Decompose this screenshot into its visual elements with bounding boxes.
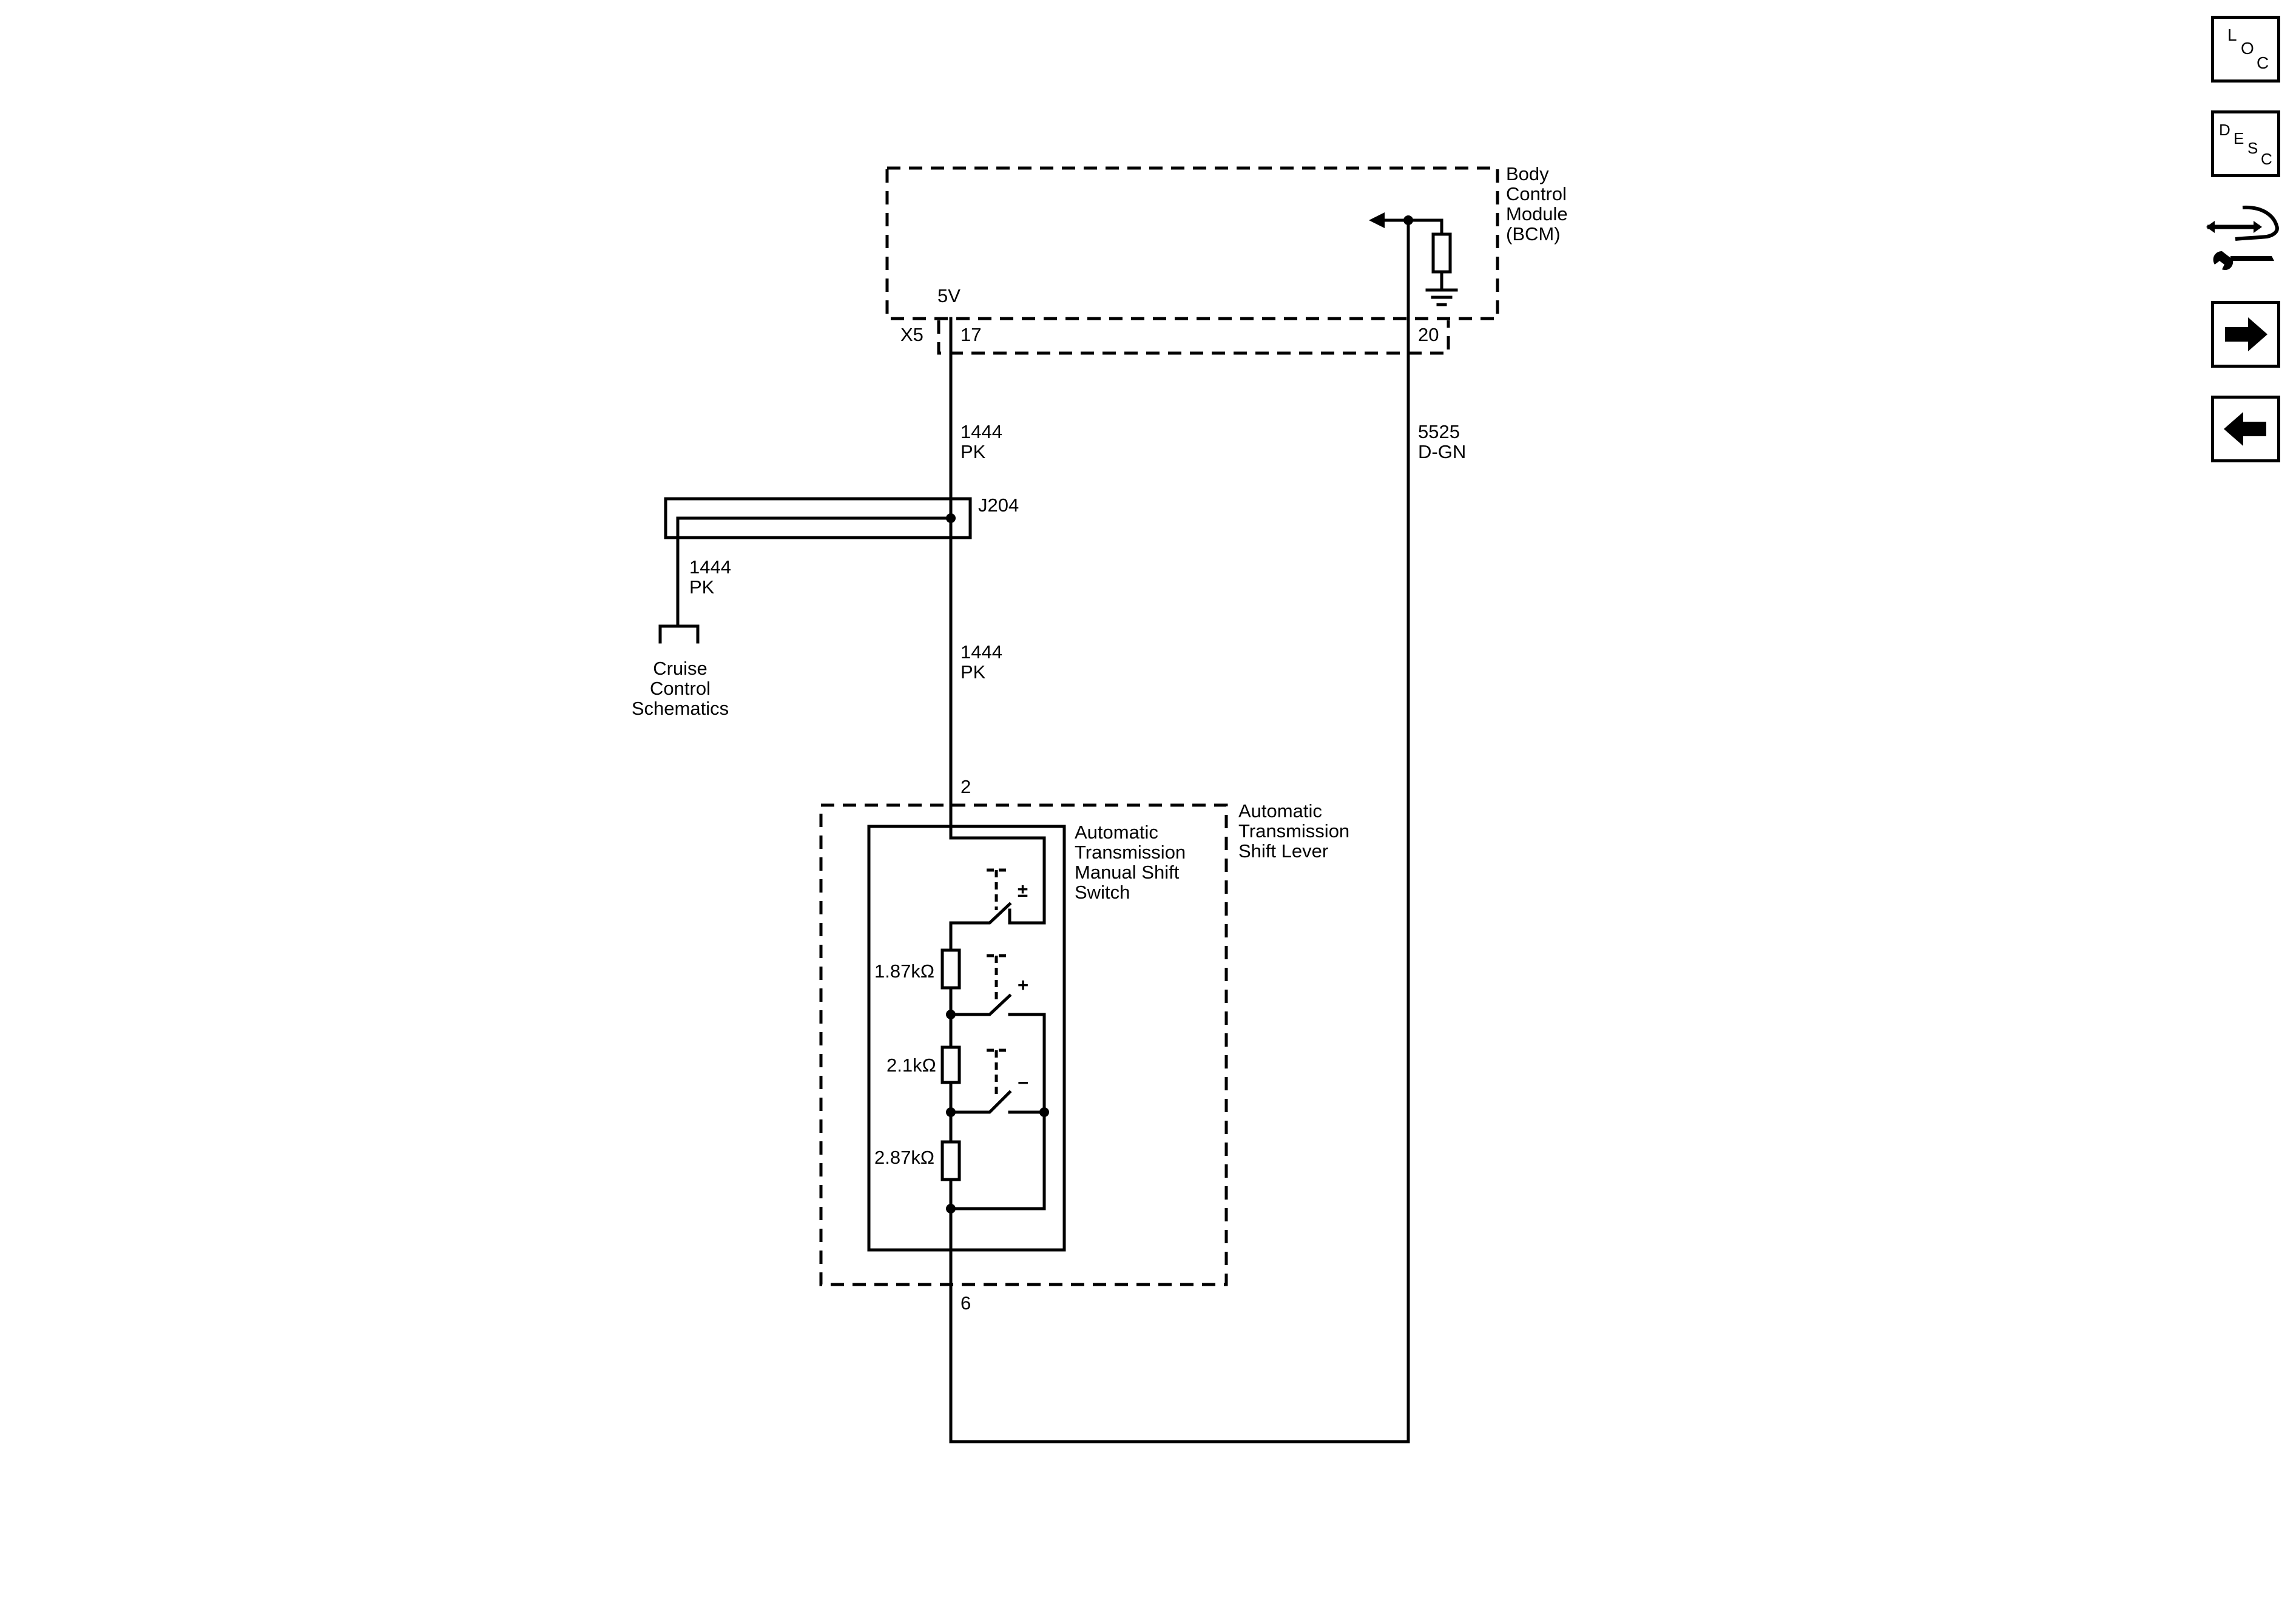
resistor-2: [940, 1045, 961, 1084]
arrow-right-icon: [2225, 317, 2267, 351]
svg-text:D-GN: D-GN: [1418, 441, 1466, 462]
shift-lever-outline: [819, 803, 1228, 1286]
svg-text:Control: Control: [650, 678, 711, 699]
previous-page-button[interactable]: [2211, 396, 2280, 462]
loc-button[interactable]: L O C: [2211, 16, 2280, 83]
manual-shift-switch-label: Automatic Transmission Manual Shift Swit…: [1075, 822, 1186, 903]
svg-text:PK: PK: [961, 661, 986, 683]
svg-text:1444: 1444: [961, 421, 1002, 442]
svg-text:Transmission: Transmission: [1238, 820, 1349, 842]
svg-text:Schematics: Schematics: [632, 698, 729, 719]
switch-actuators: [987, 868, 1006, 1098]
svg-text:Switch: Switch: [1075, 882, 1130, 903]
bcm-outline: [885, 166, 1499, 320]
pin-6-label: 6: [961, 1292, 971, 1314]
svg-text:1444: 1444: [689, 556, 731, 578]
svg-text:PK: PK: [961, 441, 986, 462]
resistor-1-value: 1.87kΩ: [874, 960, 934, 982]
loc-letter-c: C: [2257, 53, 2269, 72]
ground-icon: [1425, 288, 1458, 306]
svg-text:Transmission: Transmission: [1075, 842, 1186, 863]
return-wire: [949, 1248, 1410, 1443]
contact-plus-label: +: [1018, 974, 1028, 996]
bcm-voltage-label: 5V: [937, 285, 961, 306]
svg-text:1444: 1444: [961, 641, 1002, 663]
svg-text:Manual Shift: Manual Shift: [1075, 862, 1180, 883]
bcm-connector-outline: [937, 320, 1450, 355]
connector-x5-label: X5: [900, 324, 923, 345]
shift-lever-label: Automatic Transmission Shift Lever: [1238, 800, 1349, 862]
svg-text:5525: 5525: [1418, 421, 1460, 442]
splice-j204: J204 1444 PK Cruise Control Schematics: [632, 495, 1019, 719]
next-page-button[interactable]: [2211, 301, 2280, 368]
svg-text:Automatic: Automatic: [1075, 822, 1158, 843]
input-arrow-icon: [1369, 212, 1385, 228]
svg-text:Cruise: Cruise: [653, 658, 707, 679]
manual-shift-switch-outline: [867, 825, 1066, 1252]
svg-text:Control: Control: [1506, 183, 1567, 204]
cruise-control-reference: Cruise Control Schematics: [632, 658, 729, 719]
pin-20-label: 20: [1418, 324, 1439, 345]
svg-text:Body: Body: [1506, 163, 1549, 184]
desc-button[interactable]: D E S C: [2211, 110, 2280, 177]
switch-network: 1.87kΩ 2.1kΩ 2.87kΩ: [874, 836, 1049, 1252]
svg-text:Module: Module: [1506, 203, 1568, 224]
resistor-3-value: 2.87kΩ: [874, 1147, 934, 1168]
desc-letter-d: D: [2219, 121, 2230, 139]
svg-text:PK: PK: [689, 576, 715, 598]
bcm-input-circuit: [1369, 212, 1458, 306]
svg-text:Shift Lever: Shift Lever: [1238, 840, 1328, 862]
splice-pack-outline: [664, 497, 972, 539]
connector-wrench-icon: [2206, 205, 2279, 271]
bcm-label: Body Control Module (BCM): [1506, 163, 1568, 245]
desc-letter-e: E: [2234, 129, 2244, 147]
svg-text:(BCM): (BCM): [1506, 223, 1561, 245]
reference-bracket-icon: [658, 624, 700, 644]
pin-2-label: 2: [961, 776, 971, 797]
shift-lever-assembly: Automatic Transmission Shift Lever 2 6 A…: [819, 776, 1349, 1314]
desc-letter-s: S: [2247, 139, 2258, 157]
contact-minus-label: −: [1018, 1072, 1028, 1093]
arrow-left-icon: [2224, 412, 2266, 446]
connector-tool-button[interactable]: [2206, 200, 2286, 280]
splice-label: J204: [978, 495, 1019, 516]
wire-1444-pk: 1444 PK 1444 PK: [949, 317, 1002, 840]
resistor-3: [940, 1140, 961, 1181]
resistor-2-value: 2.1kΩ: [886, 1055, 936, 1076]
loc-letter-l: L: [2227, 25, 2237, 44]
contact-plus-minus-label: ±: [1018, 880, 1028, 901]
resistor-1: [940, 948, 961, 990]
wire-5525-dgn: 5525 D-GN: [1406, 218, 1466, 1443]
desc-letter-c: C: [2261, 150, 2272, 168]
loc-letter-o: O: [2241, 39, 2254, 58]
pull-down-resistor: [1431, 232, 1452, 274]
pin-17-label: 17: [961, 324, 981, 345]
svg-text:Automatic: Automatic: [1238, 800, 1322, 822]
bcm-module: Body Control Module (BCM) 5V X5 17 20: [885, 163, 1568, 355]
